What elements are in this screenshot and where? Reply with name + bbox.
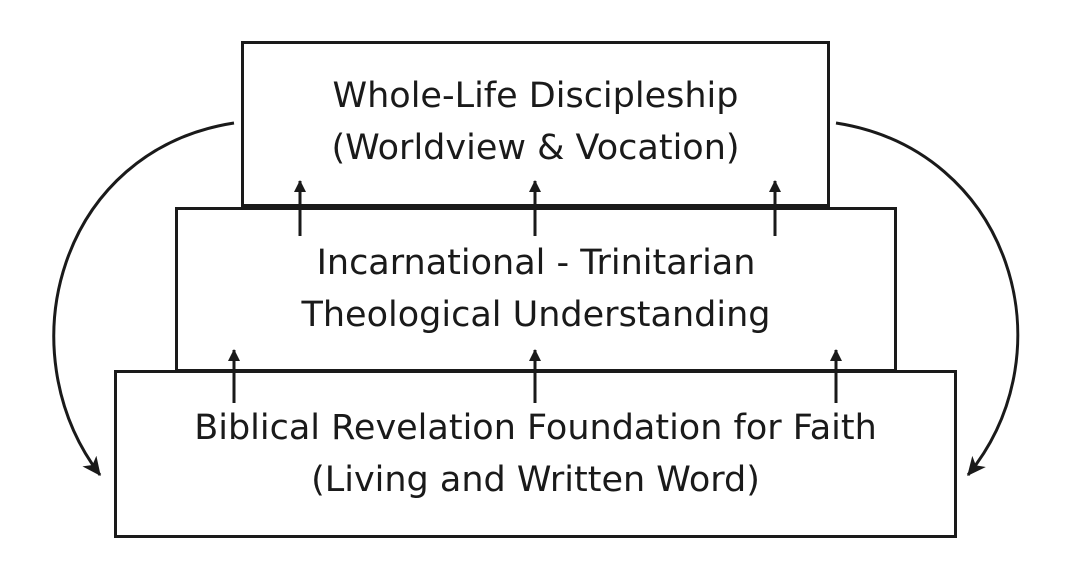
- box-theological-understanding: Incarnational - Trinitarian Theological …: [175, 207, 897, 372]
- box-theological-understanding-line-1: Incarnational - Trinitarian: [316, 243, 756, 283]
- box-biblical-revelation-foundation-line-2: (Living and Written Word): [311, 460, 760, 500]
- box-theological-understanding-label: Incarnational - Trinitarian Theological …: [178, 237, 894, 341]
- box-whole-life-discipleship-label: Whole-Life Discipleship (Worldview & Voc…: [244, 70, 827, 174]
- box-whole-life-discipleship-line-1: Whole-Life Discipleship: [332, 76, 739, 116]
- box-biblical-revelation-foundation-line-1: Biblical Revelation Foundation for Faith: [194, 408, 877, 448]
- box-theological-understanding-line-2: Theological Understanding: [301, 295, 771, 335]
- box-biblical-revelation-foundation-label: Biblical Revelation Foundation for Faith…: [117, 402, 954, 506]
- box-whole-life-discipleship: Whole-Life Discipleship (Worldview & Voc…: [241, 41, 830, 207]
- box-biblical-revelation-foundation: Biblical Revelation Foundation for Faith…: [114, 370, 957, 538]
- box-whole-life-discipleship-line-2: (Worldview & Vocation): [331, 128, 740, 168]
